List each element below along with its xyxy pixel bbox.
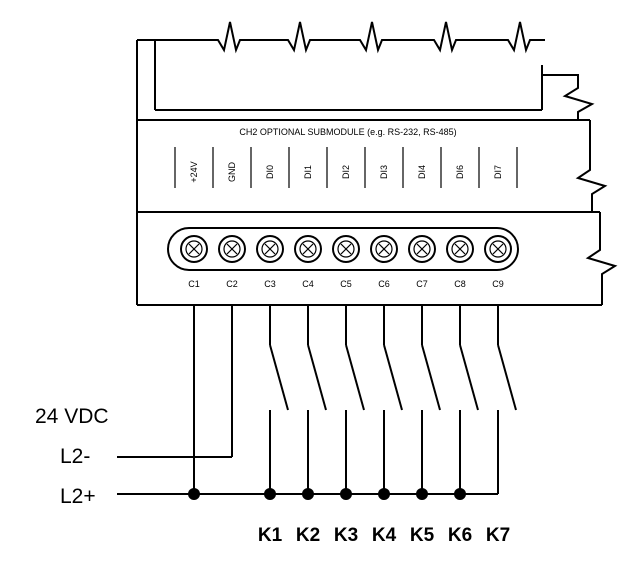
terminal-label-9: C9 — [492, 279, 504, 289]
signal-label-5: DI2 — [341, 165, 351, 179]
relay-label-5: K5 — [410, 525, 435, 546]
junction-dot — [264, 488, 276, 500]
terminal-label-3: C3 — [264, 279, 276, 289]
relay-contact-5 — [421, 305, 441, 494]
signal-label-9: DI7 — [493, 165, 503, 179]
signal-label-1: +24V — [189, 161, 199, 182]
relay-contact-4 — [383, 305, 403, 494]
signal-label-3: DI0 — [265, 165, 275, 179]
supply-voltage-label: 24 VDC — [35, 405, 109, 428]
screw-terminal-6 — [370, 235, 398, 263]
relay-contact-2 — [307, 305, 327, 494]
relay-contact-6 — [459, 305, 479, 494]
relay-contact-3 — [345, 305, 365, 494]
screw-terminal-1 — [180, 235, 208, 263]
signal-label-6: DI3 — [379, 165, 389, 179]
junction-dot — [416, 488, 428, 500]
relay-label-4: K4 — [372, 525, 397, 546]
relay-label-row: K1 K2 K3 K4 K5 K6 K7 — [258, 525, 510, 546]
signal-label-row: +24V GND DI0 DI1 DI2 DI3 DI4 DI6 DI7 — [174, 147, 518, 188]
terminal-label-row: C1 C2 C3 C4 C5 C6 C7 C8 C9 — [188, 279, 504, 289]
relay-label-6: K6 — [448, 525, 472, 546]
relay-contact-1 — [269, 305, 289, 494]
junction-dot — [302, 488, 314, 500]
terminal-label-6: C6 — [378, 279, 390, 289]
screw-terminal-4 — [294, 235, 322, 263]
supply-positive-label: L2+ — [60, 485, 96, 508]
screw-terminal-5 — [332, 235, 360, 263]
screw-terminal-8 — [446, 235, 474, 263]
terminal-label-8: C8 — [454, 279, 466, 289]
junction-dot — [454, 488, 466, 500]
supply-negative-label: L2- — [60, 445, 90, 468]
junction-dot — [188, 488, 200, 500]
terminal-label-1: C1 — [188, 279, 200, 289]
signal-label-7: DI4 — [417, 165, 427, 179]
screw-terminal-3 — [256, 235, 284, 263]
screw-terminal-2 — [218, 235, 246, 263]
screw-terminal-row — [180, 235, 512, 263]
screw-terminal-7 — [408, 235, 436, 263]
terminal-label-7: C7 — [416, 279, 428, 289]
relay-label-3: K3 — [334, 525, 358, 546]
screw-terminal-9 — [484, 235, 512, 263]
terminal-label-2: C2 — [226, 279, 238, 289]
wiring — [117, 305, 517, 500]
relay-contact-7 — [497, 305, 517, 494]
junction-dot — [340, 488, 352, 500]
relay-label-1: K1 — [258, 525, 283, 546]
signal-label-8: DI6 — [455, 165, 465, 179]
junction-dot — [378, 488, 390, 500]
module-housing — [136, 21, 618, 306]
terminal-label-4: C4 — [302, 279, 314, 289]
signal-label-2: GND — [227, 162, 237, 183]
submodule-title: CH2 OPTIONAL SUBMODULE (e.g. RS-232, RS-… — [239, 127, 456, 137]
terminal-strip — [167, 227, 519, 271]
relay-label-2: K2 — [296, 525, 320, 546]
terminal-label-5: C5 — [340, 279, 352, 289]
signal-label-4: DI1 — [303, 165, 313, 179]
relay-label-7: K7 — [486, 525, 510, 546]
